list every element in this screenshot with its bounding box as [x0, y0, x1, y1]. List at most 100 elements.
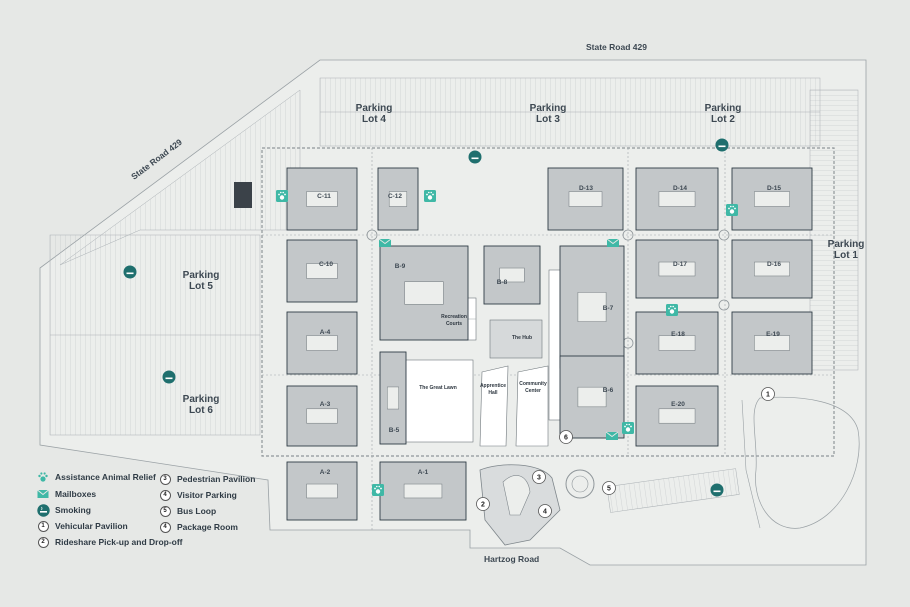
mail-icon[interactable]	[378, 238, 392, 247]
pavilion-circle	[565, 469, 595, 499]
building-label: B-8	[497, 279, 508, 286]
building-label: D-16	[767, 261, 781, 268]
parking-lot-1: Parking Lot 1	[828, 239, 865, 261]
great-lawn	[402, 359, 474, 443]
svg-text:2: 2	[481, 502, 485, 509]
marker-2[interactable]: 2	[476, 497, 490, 511]
building-a-1: A-1	[379, 461, 467, 521]
parking-lot-4: Parking Lot 4	[356, 103, 393, 125]
building-d-14: D-14	[635, 167, 719, 231]
smoking-icon[interactable]	[123, 265, 137, 279]
svg-text:Parking: Parking	[828, 239, 865, 250]
recreation-courts-label: Recreation Courts	[441, 314, 467, 327]
building-label: A-2	[320, 469, 331, 476]
legend-item-animal-relief: Assistance Animal Relief	[36, 470, 156, 484]
map-legend: Assistance Animal Relief Mailboxes Smoki…	[36, 470, 276, 554]
building-b-5: B-5	[379, 351, 407, 445]
svg-text:5: 5	[607, 486, 611, 493]
building-b-8: B-8	[483, 245, 541, 305]
roundabout	[718, 299, 730, 311]
building-label: E-20	[671, 401, 685, 408]
svg-text:Courts: Courts	[446, 321, 462, 327]
paw-icon[interactable]	[424, 190, 436, 202]
svg-text:Parking: Parking	[530, 103, 567, 114]
the-hub-label: The Hub	[512, 335, 532, 341]
building-label: E-18	[671, 331, 685, 338]
building-label: D-13	[579, 185, 593, 192]
visitor-parking	[606, 468, 740, 513]
svg-text:3: 3	[537, 475, 541, 482]
marker-1[interactable]: 1	[761, 387, 775, 401]
apprentice-hall-label: Apprentice Hall	[480, 383, 506, 396]
svg-text:Community: Community	[519, 381, 547, 387]
road-label-north: State Road 429	[586, 42, 647, 52]
svg-text:Parking: Parking	[183, 270, 220, 281]
building-label: B-7	[603, 305, 614, 312]
building-e-18: E-18	[635, 311, 719, 375]
svg-text:1: 1	[766, 392, 770, 399]
parking-lot-2: Parking Lot 2	[705, 103, 742, 125]
building-e-20: E-20	[635, 385, 719, 447]
legend-item-smoking: Smoking	[36, 503, 91, 517]
building-label: B-5	[389, 427, 400, 434]
community-center	[515, 365, 549, 447]
marker-6[interactable]: 6	[559, 430, 573, 444]
building-label: C-12	[388, 193, 402, 200]
building-label: D-14	[673, 185, 687, 192]
marker-5[interactable]: 5	[602, 481, 616, 495]
mail-icon[interactable]	[605, 431, 619, 440]
svg-text:6: 6	[564, 435, 568, 442]
paw-icon[interactable]	[726, 204, 738, 216]
smoking-icon[interactable]	[468, 150, 482, 164]
building-d-13: D-13	[547, 167, 624, 231]
smoking-icon[interactable]	[710, 483, 724, 497]
svg-text:Lot 5: Lot 5	[189, 281, 213, 292]
apprentice-hall	[479, 365, 509, 447]
svg-text:Lot 3: Lot 3	[536, 114, 560, 125]
east-landscape	[753, 396, 860, 529]
mail-icon[interactable]	[606, 238, 620, 247]
building-b-9: B-9	[379, 245, 469, 341]
smoking-icon[interactable]	[162, 370, 176, 384]
svg-text:Lot 4: Lot 4	[362, 114, 386, 125]
building-label: B-9	[395, 263, 406, 270]
building-label: C-10	[319, 261, 333, 268]
mail-icon	[36, 487, 50, 501]
svg-text:Center: Center	[525, 388, 541, 394]
building-c-11: C-11	[286, 167, 358, 231]
building-c-12: C-12	[377, 167, 419, 231]
paw-icon[interactable]	[622, 422, 634, 434]
parking-lot-3: Parking Lot 3	[530, 103, 567, 125]
building-a-3: A-3	[286, 385, 358, 447]
parking-lot-5: Parking Lot 5	[183, 270, 220, 292]
marker-4[interactable]: 4	[538, 504, 552, 518]
building-c-10: C-10	[286, 239, 358, 303]
building-label: D-17	[673, 261, 687, 268]
parking-lot-6: Parking Lot 6	[183, 394, 220, 416]
smoking-icon	[36, 503, 50, 517]
building-d-15: D-15	[731, 167, 813, 231]
marker-3[interactable]: 3	[532, 470, 546, 484]
svg-text:Recreation: Recreation	[441, 314, 467, 320]
building-label: C-11	[317, 193, 331, 200]
building-d-17: D-17	[635, 239, 719, 299]
building-label: A-4	[320, 329, 331, 336]
smoking-icon[interactable]	[715, 138, 729, 152]
svg-text:Parking: Parking	[356, 103, 393, 114]
paw-icon	[36, 470, 50, 484]
building-b-7: B-7	[559, 245, 625, 369]
paw-icon[interactable]	[666, 304, 678, 316]
svg-text:4: 4	[543, 509, 547, 516]
building-label: A-3	[320, 401, 331, 408]
utility-building	[234, 182, 252, 208]
legend-item-mailboxes: Mailboxes	[36, 487, 96, 501]
paw-icon[interactable]	[276, 190, 288, 202]
community-center-label: Community Center	[519, 381, 547, 394]
paw-icon[interactable]	[372, 484, 384, 496]
building-e-19: E-19	[731, 311, 813, 375]
great-lawn-label: The Great Lawn	[419, 385, 457, 391]
